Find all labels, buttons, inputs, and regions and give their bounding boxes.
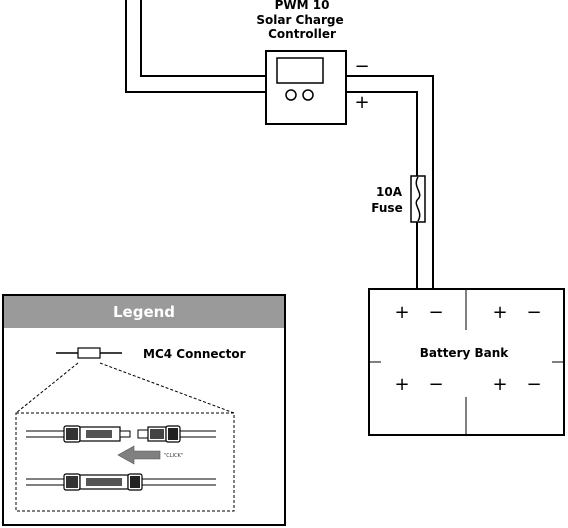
mc4-female-latch	[86, 430, 112, 438]
fuse	[410, 175, 426, 223]
positive-wire	[346, 91, 418, 289]
battery-cell-2-neg: −	[526, 302, 541, 323]
panel-wires	[125, 0, 266, 93]
battery-cell-2-pos: +	[492, 302, 507, 323]
controller-button-left	[285, 89, 297, 101]
fuse-label-line1: 10A	[376, 185, 403, 199]
mc4-female-pin	[119, 430, 131, 438]
charge-controller	[265, 50, 347, 125]
mc4-joined-pair	[26, 473, 216, 491]
zoom-line-right	[99, 362, 235, 414]
zoom-line-left	[15, 362, 79, 414]
mc4-detail-box	[15, 412, 235, 512]
mc4-male-body-fill	[150, 429, 164, 439]
battery-bank	[368, 288, 565, 436]
mc4-male-socket	[137, 429, 149, 439]
controller-title-line1: PWM 10	[275, 0, 330, 12]
battery-wires	[346, 75, 434, 289]
fuse-element	[415, 176, 421, 222]
battery-cell-3-pos: +	[394, 374, 409, 395]
negative-wire	[346, 75, 434, 289]
battery-label: Battery Bank	[420, 346, 510, 360]
controller-positive-sign: +	[354, 92, 369, 113]
click-text: "CLICK"	[164, 453, 183, 459]
battery-cell-4-pos: +	[492, 374, 507, 395]
mc4-symbol-body	[77, 347, 101, 359]
battery-cell-3-neg: −	[428, 374, 443, 395]
controller-display	[276, 57, 324, 84]
mc4-male-nut-fill	[168, 428, 178, 440]
mc4-label: MC4 Connector	[143, 347, 246, 361]
battery-cell-4-neg: −	[526, 374, 541, 395]
mc4-female-nut-fill	[66, 428, 78, 440]
mc4-separated-pair	[26, 425, 216, 443]
legend-title: Legend	[113, 303, 175, 321]
controller-title-line2: Solar Charge	[256, 13, 343, 27]
panel-wire-inner	[140, 0, 266, 77]
controller-button-right	[302, 89, 314, 101]
fuse-label-line2: Fuse	[371, 201, 402, 215]
controller-negative-sign: −	[354, 56, 369, 77]
click-arrow-icon	[117, 445, 161, 465]
battery-cell-1-pos: +	[394, 302, 409, 323]
battery-cell-1-neg: −	[428, 302, 443, 323]
legend-header	[4, 296, 284, 328]
panel-wire-outer	[125, 0, 266, 93]
legend-panel: Legend MC4 Connector	[2, 294, 286, 526]
controller-title-line3: Controller	[268, 27, 336, 41]
